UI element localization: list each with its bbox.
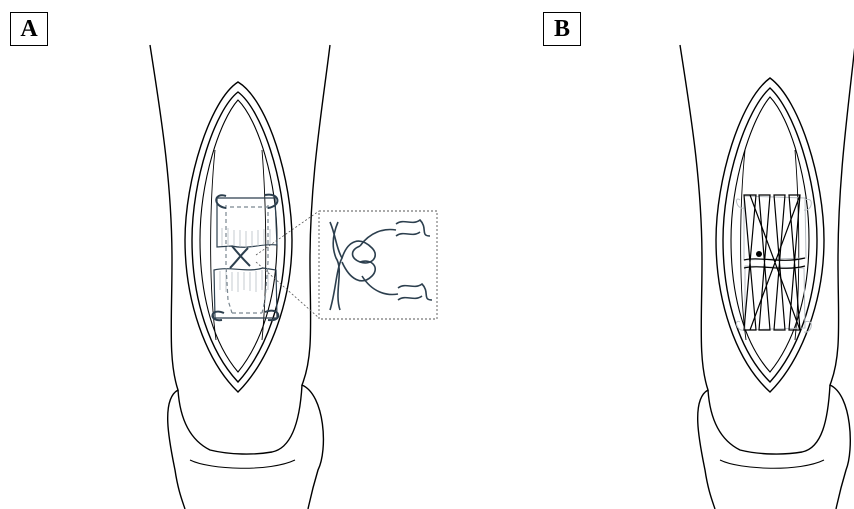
panel-b-figure bbox=[680, 45, 854, 509]
incision-middle bbox=[192, 92, 285, 382]
incision-outer-b bbox=[716, 78, 824, 392]
mesh-implant bbox=[744, 195, 805, 330]
hoof-inner bbox=[190, 460, 295, 468]
limb-outline-right bbox=[302, 45, 330, 509]
anchor-knot bbox=[756, 251, 762, 257]
limb-outline-left bbox=[150, 45, 185, 509]
hoof-inner-b bbox=[720, 460, 824, 468]
zoom-callout bbox=[256, 211, 437, 319]
limb-outline-right-b bbox=[830, 45, 854, 509]
panel-a-figure bbox=[150, 45, 330, 509]
dashed-suture-paths bbox=[226, 205, 268, 313]
tendon-stumps-a bbox=[212, 195, 278, 321]
incision-middle-b bbox=[723, 88, 817, 382]
limb-outline-left-b bbox=[680, 45, 715, 509]
incision-outer bbox=[185, 82, 292, 392]
hoof-contour bbox=[178, 385, 302, 454]
knot-detail bbox=[330, 220, 432, 310]
hoof-contour-b bbox=[708, 385, 830, 454]
